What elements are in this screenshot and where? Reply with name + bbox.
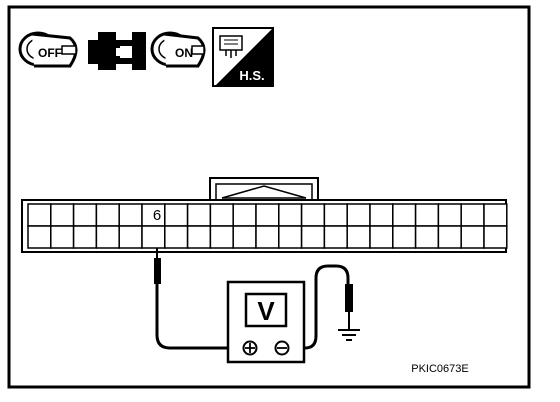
connector-cavity: [483, 225, 508, 249]
connector-cavity: [278, 225, 303, 249]
connector-cavity-grid: [27, 203, 508, 249]
harness-side-icon: H.S.: [212, 27, 274, 87]
figure-code: PKIC0673E: [411, 363, 468, 375]
connector-cavity: [209, 225, 234, 249]
connector-cavity: [118, 203, 143, 227]
connector-cavity: [95, 225, 120, 249]
connector-cavity: [255, 203, 280, 227]
connector-cavity: [392, 203, 417, 227]
voltmeter-display: V: [257, 296, 275, 326]
plus-terminal-icon: [242, 340, 258, 356]
connector-cavity: [50, 225, 75, 249]
ignition-off-icon: OFF: [18, 31, 78, 68]
ground-symbol-icon: [338, 329, 360, 341]
minus-terminal-icon: [274, 340, 290, 356]
connector-cavity: [255, 225, 280, 249]
connector-cavity: [118, 225, 143, 249]
connector-cavity: [72, 203, 98, 227]
connector-cavity: [369, 225, 394, 249]
connector-cavity: [346, 225, 371, 249]
connector-cavity: [414, 203, 440, 227]
connector-cavity: [95, 203, 120, 227]
connector-cavity: [27, 203, 52, 227]
connector-cavity: [346, 203, 371, 227]
connector-disconnect-icon: [88, 32, 146, 70]
connector-cavity: [414, 225, 440, 249]
connector-cavity: [27, 225, 52, 249]
connector-body: [21, 177, 508, 253]
connector-cavity: [369, 203, 394, 227]
ground-probe: [288, 264, 360, 350]
connector-cavity: [164, 203, 189, 227]
connector-cavity: [300, 203, 326, 227]
connector-cavity: [460, 203, 485, 227]
connector-cavity: [483, 203, 508, 227]
terminal-6-label: 6: [153, 207, 161, 224]
connector-cavity: [323, 225, 348, 249]
harness-connector-icon: [219, 35, 243, 58]
positive-probe: [154, 248, 244, 350]
connector-cavity: [186, 225, 212, 249]
connector-cavity: [300, 225, 326, 249]
connector-cavity: [323, 203, 348, 227]
connector-cavity: [186, 203, 212, 227]
ignition-off-label: OFF: [38, 46, 62, 60]
connector-cavity: [141, 225, 166, 249]
connector-cavity: [437, 225, 462, 249]
connector-cavity: [50, 203, 75, 227]
connector-cavity: [460, 225, 485, 249]
connector-cavity: [72, 225, 98, 249]
connector-cavity: [209, 203, 234, 227]
connector-cavity: [392, 225, 417, 249]
connector-cavity: [232, 225, 257, 249]
ignition-on-label: ON: [175, 46, 193, 60]
ignition-on-icon: ON: [150, 31, 206, 68]
connector-cavity: [232, 203, 257, 227]
connector-cavity: [437, 203, 462, 227]
harness-side-label: H.S.: [239, 68, 264, 83]
connector-cavity: [278, 203, 303, 227]
connector-cavity: [164, 225, 189, 249]
voltmeter: V: [226, 280, 306, 364]
